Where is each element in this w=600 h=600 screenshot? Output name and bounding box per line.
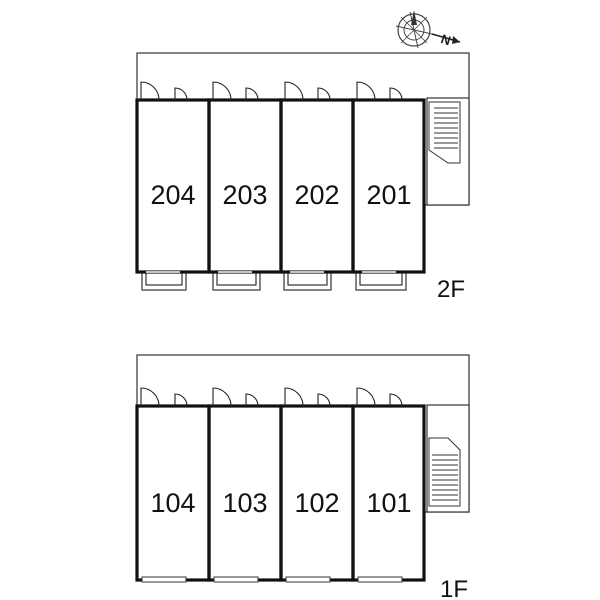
floor-label: 2F	[437, 276, 465, 303]
doors-1f	[140, 387, 403, 407]
floor-2f: 204 203 202 201 2F	[135, 52, 470, 303]
staircase-1f	[426, 404, 470, 513]
unit-label: 204	[150, 180, 195, 210]
floor-1f: 104 103 102 101 1F	[135, 354, 470, 600]
balcony-202	[283, 271, 332, 291]
doors-2f	[140, 81, 403, 101]
unit-label: 104	[150, 488, 195, 518]
compass-rose-icon	[395, 10, 461, 49]
balcony-204	[141, 271, 187, 291]
compass-north-letter: N	[439, 31, 453, 48]
floor-label: 1F	[440, 576, 468, 600]
unit-label: 101	[366, 488, 411, 518]
unit-label: 102	[294, 488, 339, 518]
unit-label: 103	[222, 488, 267, 518]
balcony-201	[355, 271, 407, 291]
windows-1f	[141, 576, 403, 583]
unit-label: 201	[366, 180, 411, 210]
staircase-2f	[426, 97, 470, 206]
unit-label: 202	[294, 180, 339, 210]
balcony-203	[212, 271, 261, 291]
unit-label: 203	[222, 180, 267, 210]
